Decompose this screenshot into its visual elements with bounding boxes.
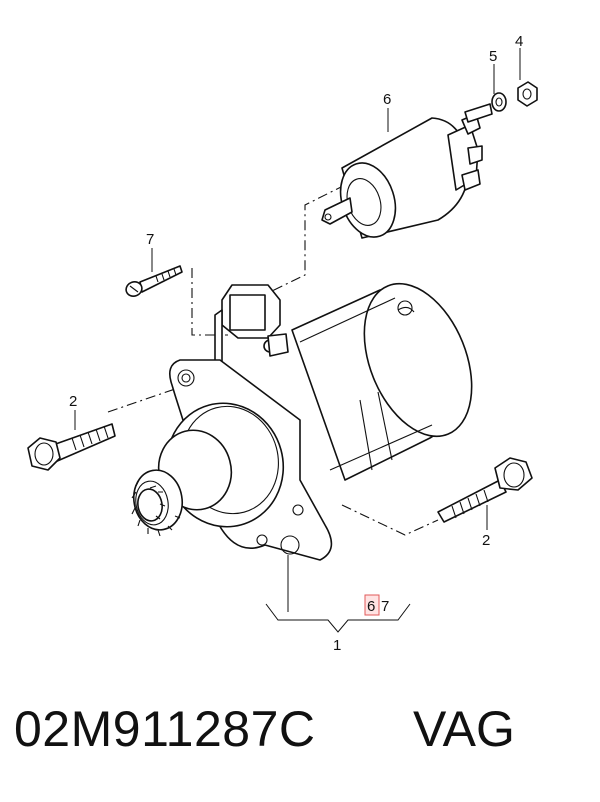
washer <box>491 92 507 112</box>
bolt-left <box>27 423 116 471</box>
bolt-right <box>437 457 533 523</box>
callout-included-b: 7 <box>381 598 389 615</box>
brand-name: VAG <box>413 701 515 757</box>
callout-washer: 5 <box>489 48 497 65</box>
callout-bolt-left: 2 <box>69 393 77 410</box>
nut <box>517 81 538 107</box>
callout-solenoid: 6 <box>383 91 391 108</box>
callout-bolt-right: 2 <box>482 532 490 549</box>
solenoid <box>321 103 493 239</box>
screw <box>125 265 183 297</box>
part-number: 02M911287C <box>14 701 316 757</box>
callout-included-a: 6 <box>367 598 375 615</box>
callout-nut: 4 <box>515 33 523 50</box>
callout-assembly: 1 <box>333 637 341 654</box>
included-part-highlight <box>364 594 380 616</box>
leader-lines <box>74 48 521 633</box>
starter-motor-exploded-diagram: 7 6 5 4 2 2 6 7 1 <box>27 33 538 654</box>
starter-motor <box>131 282 473 561</box>
callouts: 7 6 5 4 2 2 6 7 1 <box>69 33 523 654</box>
callout-screw: 7 <box>146 231 154 248</box>
pinion-gear <box>131 469 184 537</box>
